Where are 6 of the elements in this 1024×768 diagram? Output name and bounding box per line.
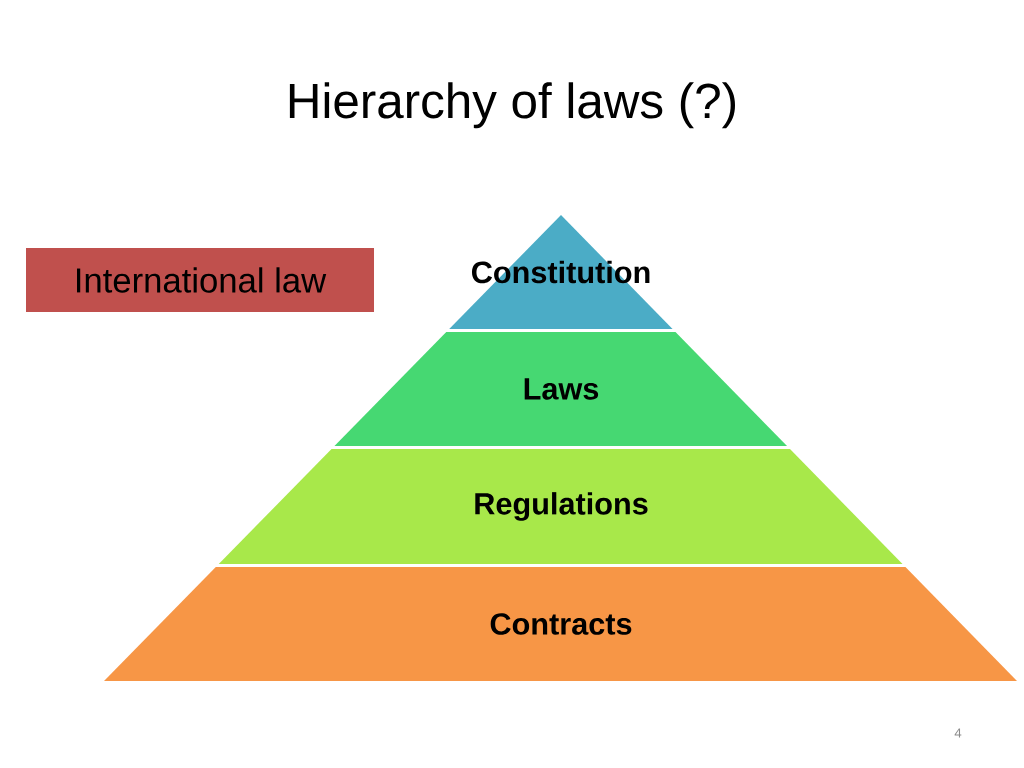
label-box: International law bbox=[26, 248, 374, 312]
page-number: 4 bbox=[954, 728, 962, 738]
pyramid-tier: Laws bbox=[334, 332, 788, 446]
pyramid-tier: Contracts bbox=[104, 567, 1017, 681]
pyramid-tier: Regulations bbox=[218, 449, 903, 564]
slide-title: Hierarchy of laws (?) bbox=[289, 82, 735, 129]
